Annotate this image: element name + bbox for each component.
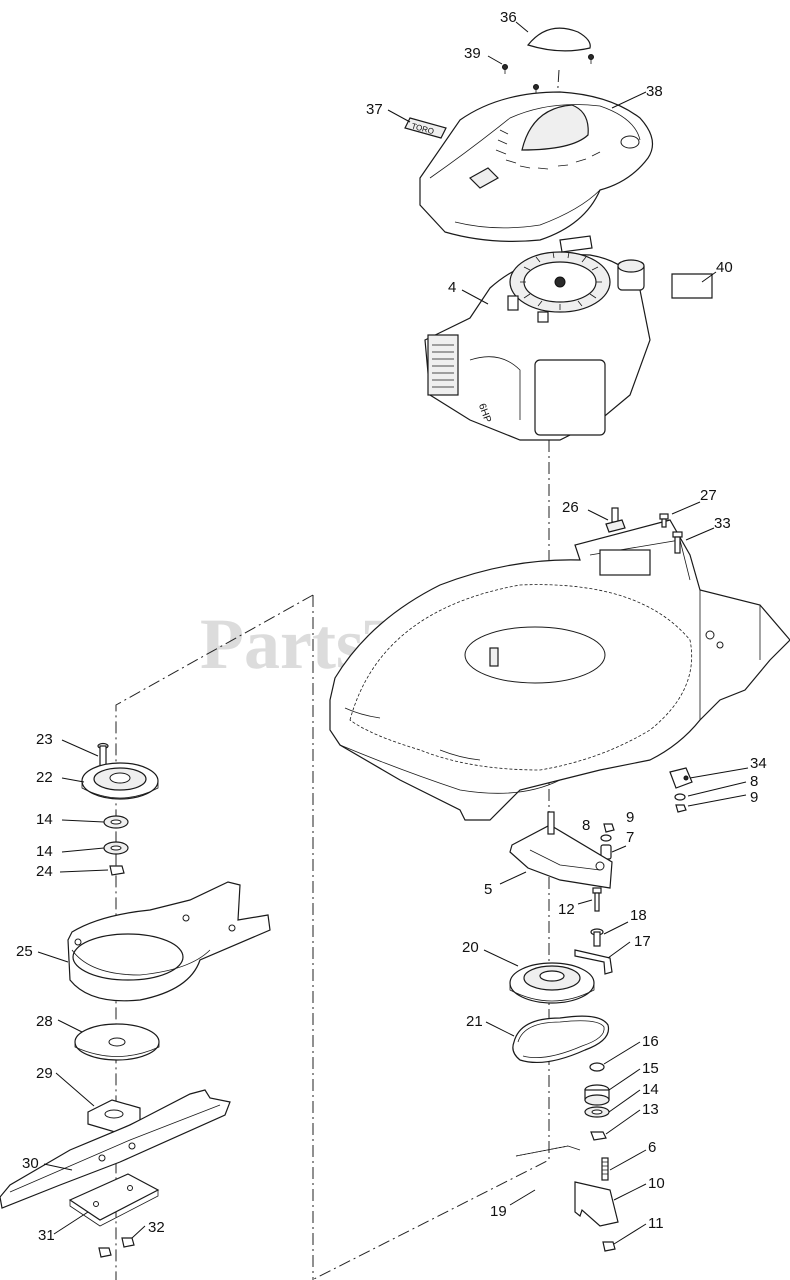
part-4-engine: 6HP (424, 235, 651, 441)
callout-39: 39 (464, 45, 481, 62)
part-14-bearing-left-b (103, 841, 129, 855)
part-37-decal: TORO (404, 117, 447, 139)
part-18-pin (590, 928, 604, 947)
part-26-bolt (605, 507, 626, 533)
callout-17: 17 (634, 933, 651, 950)
callout-8-bracket: 8 (582, 817, 590, 834)
callout-22: 22 (36, 769, 53, 786)
part-30-blade (0, 1089, 231, 1209)
part-25-housing (67, 881, 271, 1002)
callout-14-right: 14 (642, 1081, 659, 1098)
part-19-spring (515, 1145, 581, 1157)
callout-21: 21 (466, 1013, 483, 1030)
callout-4: 4 (448, 279, 456, 296)
part-22-adapter (81, 762, 159, 800)
part-21-belt (512, 1015, 610, 1064)
callout-5: 5 (484, 881, 492, 898)
part-14-bearing-left-a (103, 815, 129, 829)
part-10-bracket (574, 1181, 619, 1227)
callout-37: 37 (366, 101, 383, 118)
part-32-nuts (98, 1237, 135, 1258)
callout-33: 33 (714, 515, 731, 532)
part-12-bolt (592, 887, 602, 912)
part-6-bolt (601, 1157, 609, 1181)
callout-10: 10 (648, 1175, 665, 1192)
callout-30: 30 (22, 1155, 39, 1172)
part-40-label (671, 273, 713, 299)
callout-labels: 36 39 38 37 40 4 26 27 33 34 8 9 9 8 7 5… (16, 9, 767, 1244)
part-5-bracket (509, 811, 613, 889)
callout-29: 29 (36, 1065, 53, 1082)
callout-38: 38 (646, 83, 663, 100)
leader-lines (37, 21, 749, 1245)
callout-28: 28 (36, 1013, 53, 1030)
callout-23: 23 (36, 731, 53, 748)
part-deck (329, 519, 790, 821)
part-38-shroud (419, 91, 654, 242)
part-24-nut (109, 865, 125, 876)
callout-16: 16 (642, 1033, 659, 1050)
callout-34: 34 (750, 755, 767, 772)
part-29-block (87, 1099, 141, 1133)
callout-27: 27 (700, 487, 717, 504)
part-14-bearing-right (584, 1106, 610, 1118)
part-16-washer (589, 1062, 605, 1072)
callout-32: 32 (148, 1219, 165, 1236)
callout-40: 40 (716, 259, 733, 276)
part-11-nut (602, 1241, 616, 1252)
part-7-8-9-hardware (600, 823, 615, 860)
callout-11: 11 (648, 1215, 664, 1232)
callout-9-bracket: 9 (626, 809, 634, 826)
callout-20: 20 (462, 939, 479, 956)
callout-13: 13 (642, 1101, 659, 1118)
part-34-block (669, 767, 693, 813)
part-15-spacer (584, 1084, 610, 1106)
part-20-pulley (509, 962, 595, 1004)
part-36-cap (526, 27, 591, 52)
part-33-bolt (672, 531, 683, 554)
callout-36: 36 (500, 9, 517, 26)
callout-14-left-b: 14 (36, 843, 53, 860)
callout-6: 6 (648, 1139, 656, 1156)
callout-14-left-a: 14 (36, 811, 53, 828)
part-31-plate (68, 1173, 160, 1227)
callout-18: 18 (630, 907, 647, 924)
callout-25: 25 (16, 943, 33, 960)
callout-9-right: 9 (750, 789, 758, 806)
part-13-nut (590, 1131, 607, 1141)
callout-8-right: 8 (750, 773, 758, 790)
part-17-bracket (574, 949, 613, 975)
callout-12: 12 (558, 901, 575, 918)
callout-24: 24 (36, 863, 53, 880)
part-39-screws (502, 54, 594, 94)
callout-15: 15 (642, 1060, 659, 1077)
callout-7: 7 (626, 829, 634, 846)
part-27-bolt (659, 513, 669, 528)
part-28-plate (74, 1023, 160, 1061)
callout-19: 19 (490, 1203, 507, 1220)
callout-31: 31 (38, 1227, 55, 1244)
callout-26: 26 (562, 499, 579, 516)
